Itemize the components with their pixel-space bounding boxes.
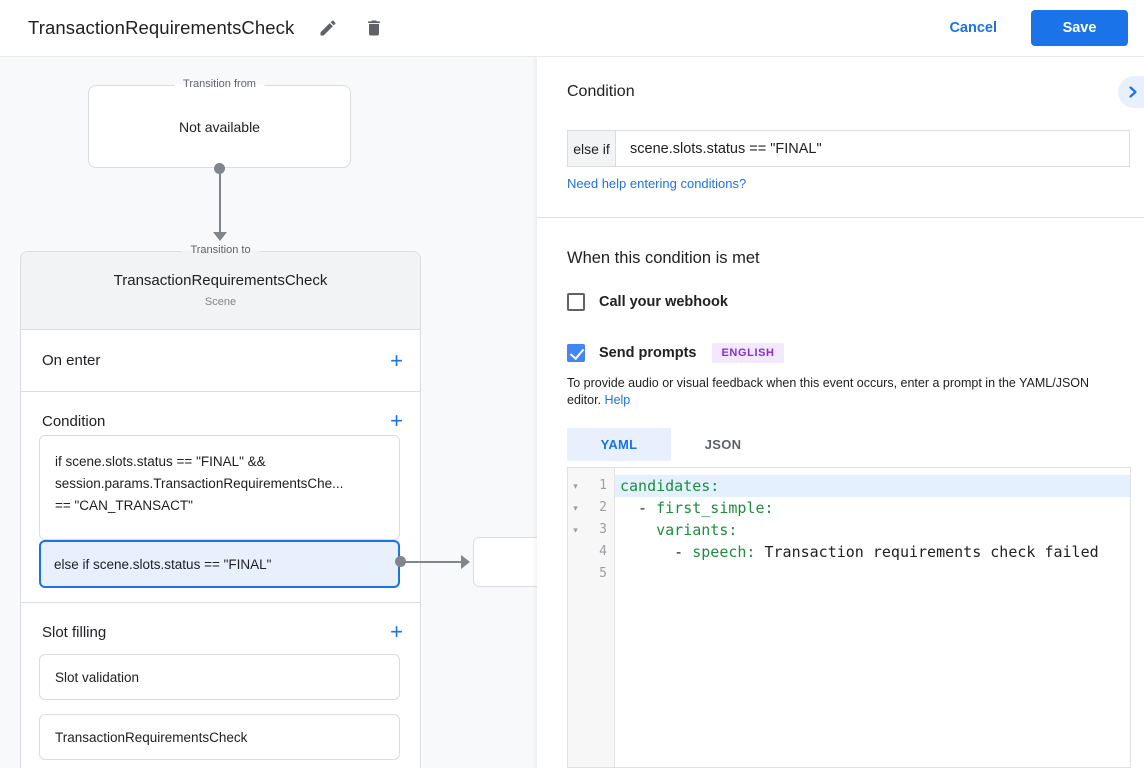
add-condition-icon[interactable]: + (390, 408, 403, 433)
cancel-button[interactable]: Cancel (949, 20, 997, 36)
send-prompts-checkbox[interactable] (567, 344, 585, 362)
condition-if-box[interactable]: if scene.slots.status == "FINAL" && sess… (39, 435, 400, 540)
send-prompts-label: Send prompts (599, 345, 697, 361)
else-if-prefix: else if (568, 131, 616, 166)
connector-dot (214, 163, 225, 174)
transition-from-box: Transition from Not available (88, 78, 351, 168)
transition-from-value: Not available (179, 118, 260, 135)
condition-section-label: Condition (42, 412, 106, 430)
when-condition-heading: When this condition is met (567, 249, 760, 267)
fold-arrow-icon[interactable]: ▾ (573, 503, 578, 513)
delete-button[interactable] (362, 16, 386, 40)
save-button[interactable]: Save (1031, 10, 1128, 46)
conditions-help-link[interactable]: Need help entering conditions? (567, 176, 747, 191)
yaml-code-editor[interactable]: ▾ 1 ▾ 2 ▾ 3 4 5 candidates: - first_sim (567, 467, 1131, 768)
condition-input[interactable] (616, 131, 1129, 166)
connector-line (404, 561, 462, 563)
line-number: 5 (599, 566, 607, 581)
trash-icon (364, 18, 384, 38)
fold-arrow-icon[interactable]: ▾ (573, 525, 578, 535)
condition-editor-panel: Condition else if Need help entering con… (537, 57, 1144, 768)
slot-transaction-box[interactable]: TransactionRequirementsCheck (39, 714, 400, 760)
on-enter-label: On enter (42, 352, 101, 369)
collapse-panel-button[interactable] (1118, 76, 1144, 108)
code-line[interactable]: - speech: Transaction requirements check… (620, 543, 1099, 561)
webhook-checkbox[interactable] (567, 293, 585, 311)
fold-arrow-icon[interactable]: ▾ (573, 481, 578, 491)
scene-card: Transition to TransactionRequirementsChe… (20, 244, 421, 768)
pencil-icon (318, 18, 338, 38)
condition-section: Condition + if scene.slots.status == "FI… (21, 391, 420, 602)
code-area[interactable]: candidates: - first_simple: variants: - … (615, 468, 1130, 767)
add-on-enter-icon[interactable]: + (390, 347, 403, 373)
page-title: TransactionRequirementsCheck (28, 17, 295, 38)
code-line[interactable]: - first_simple: (620, 499, 774, 517)
add-slot-icon[interactable]: + (390, 619, 403, 644)
transition-target-box (473, 537, 549, 587)
edit-button[interactable] (316, 16, 340, 40)
tab-json[interactable]: JSON (704, 437, 742, 452)
code-line[interactable] (615, 563, 1130, 585)
on-enter-row[interactable]: On enter + (21, 329, 420, 391)
condition-else-box-selected[interactable]: else if scene.slots.status == "FINAL" (39, 540, 400, 588)
prompt-description: To provide audio or visual feedback when… (567, 376, 1090, 407)
scene-card-header: TransactionRequirementsCheck Scene (21, 252, 420, 329)
scene-subtitle: Scene (204, 296, 237, 308)
line-number: 2 (599, 500, 607, 515)
slot-filling-label: Slot filling (42, 623, 107, 641)
transition-to-label: Transition to (181, 244, 260, 256)
send-prompts-row[interactable]: Send prompts ENGLISH (567, 343, 784, 363)
code-line[interactable]: variants: (656, 521, 738, 539)
prompt-help-link[interactable]: Help (604, 393, 631, 407)
webhook-label: Call your webhook (599, 294, 728, 310)
chevron-right-icon (1127, 86, 1139, 98)
arrowhead-down-icon (213, 232, 227, 241)
editor-gutter: ▾ 1 ▾ 2 ▾ 3 4 5 (568, 468, 615, 767)
arrowhead-right-icon (461, 555, 470, 569)
scene-title: TransactionRequirementsCheck (113, 272, 328, 289)
line-number: 4 (599, 544, 607, 559)
language-badge: ENGLISH (712, 343, 784, 363)
line-number: 1 (599, 478, 607, 493)
line-number: 3 (599, 522, 607, 537)
transition-from-label: Transition from (174, 78, 265, 90)
code-line[interactable]: candidates: (615, 475, 1130, 497)
connector-line (219, 171, 221, 233)
slot-filling-section: Slot filling + Slot validation Transacti… (21, 602, 420, 768)
connector-dot (395, 556, 406, 567)
condition-input-group: else if (567, 130, 1130, 167)
editor-tabs: YAML JSON (567, 428, 775, 461)
top-bar: TransactionRequirementsCheck Cancel Save (0, 0, 1144, 57)
panel-heading: Condition (567, 83, 635, 100)
webhook-row[interactable]: Call your webhook (567, 293, 728, 311)
tab-yaml[interactable]: YAML (567, 428, 671, 461)
divider (537, 217, 1144, 218)
slot-validation-box[interactable]: Slot validation (39, 654, 400, 700)
